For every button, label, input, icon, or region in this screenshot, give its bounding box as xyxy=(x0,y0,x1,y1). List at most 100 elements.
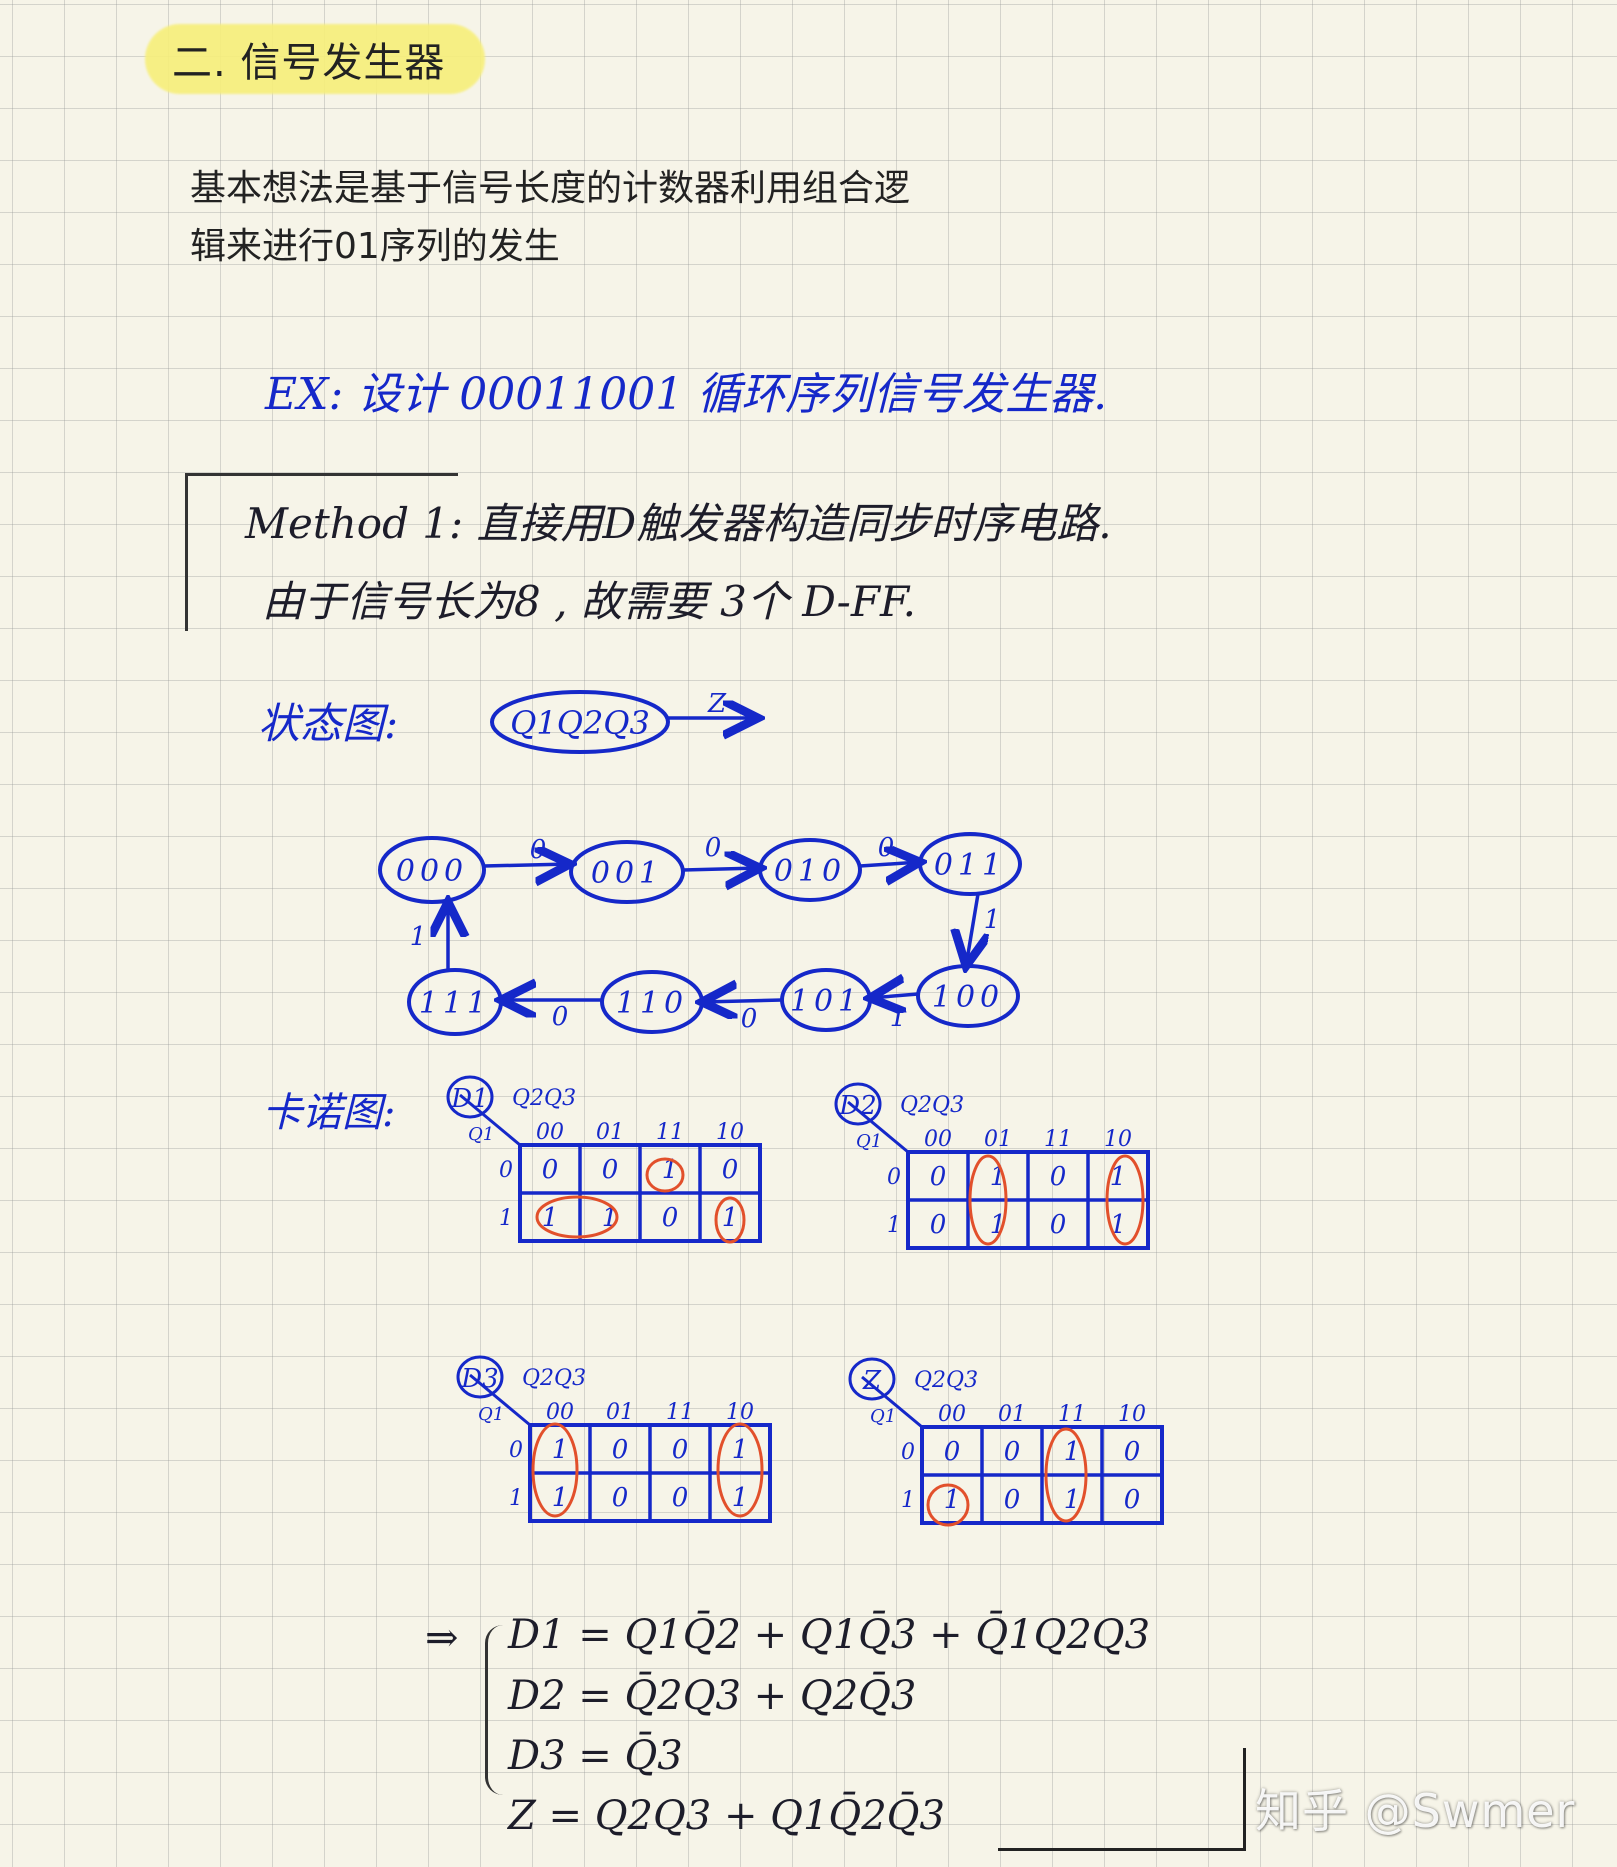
kmap-d2-group-circle xyxy=(1105,1154,1145,1246)
kmap-d2-cell: 0 xyxy=(1050,1162,1067,1192)
kmap-z-cell: 0 xyxy=(1124,1437,1141,1467)
kmap-d2-name: D2 xyxy=(838,1091,876,1121)
kmap-d1-col-header: 11 xyxy=(656,1120,684,1145)
kmap-d2-cell: 0 xyxy=(930,1210,947,1240)
section-heading: 二. 信号发生器 xyxy=(172,40,446,86)
kmap-label: 卡诺图: xyxy=(262,1090,396,1136)
page-corner-mark xyxy=(998,1748,1246,1851)
kmap-d3-group-circle xyxy=(531,1422,579,1518)
kmap-d3-cell: 0 xyxy=(672,1483,689,1513)
state-label-110: 110 xyxy=(616,986,688,1021)
kmap-d1-cell: 1 xyxy=(542,1203,559,1233)
kmap-d2-cell: 1 xyxy=(1110,1210,1127,1240)
transition-arrow-000-001 xyxy=(483,864,570,866)
heading-highlight xyxy=(145,24,485,94)
kmap-d2-col-header: 00 xyxy=(924,1127,952,1152)
kmap-z-col-header: 01 xyxy=(998,1402,1026,1427)
kmap-d1-cell: 0 xyxy=(662,1203,679,1233)
watermark: 知乎 @Swmer xyxy=(1255,1784,1576,1838)
kmap-d3-cell: 1 xyxy=(552,1483,569,1513)
method-bracket xyxy=(185,473,458,631)
equation-d3: D3 = Q̄3 xyxy=(508,1733,683,1779)
state-diagram-label: 状态图: xyxy=(258,699,399,748)
kmap-z-group-circle xyxy=(1044,1427,1088,1523)
kmap-d1-group-circle xyxy=(714,1196,746,1244)
kmap-d2-row-var: Q1 xyxy=(856,1131,882,1152)
transition-label-000-001: 0 xyxy=(530,835,547,865)
kmap-d1-row-header: 1 xyxy=(499,1206,513,1231)
kmap-z-group-circle xyxy=(926,1483,970,1527)
kmap-d3-row-header: 0 xyxy=(509,1438,523,1463)
intro-line-1: 基本想法是基于信号长度的计数器利用组合逻 xyxy=(190,168,911,209)
kmap-z-cell: 1 xyxy=(944,1485,961,1515)
kmap-d2-row-header: 0 xyxy=(887,1165,901,1190)
kmap-d2-col-header: 01 xyxy=(984,1127,1012,1152)
kmap-d3-cell: 1 xyxy=(732,1483,749,1513)
equation-z: Z = Q2Q3 + Q1Q̄2Q̄3 xyxy=(508,1793,945,1839)
transition-label-111-000: 1 xyxy=(410,922,427,952)
kmap-d3-col-var: Q2Q3 xyxy=(522,1366,586,1391)
kmap-z-cell: 0 xyxy=(1004,1485,1021,1515)
transition-arrow-001-010 xyxy=(682,868,760,870)
state-label-100: 100 xyxy=(932,980,1004,1015)
kmap-z-row-header: 0 xyxy=(901,1440,915,1465)
transition-arrow-101-110 xyxy=(702,1000,783,1002)
kmap-z-row-header: 1 xyxy=(901,1488,915,1513)
kmap-d2-corner-line xyxy=(847,1100,909,1154)
kmap-z-col-header: 10 xyxy=(1118,1402,1146,1427)
kmap-d1-cell: 0 xyxy=(602,1155,619,1185)
kmap-d3-col-header: 11 xyxy=(666,1400,694,1425)
kmap-z-col-var: Q2Q3 xyxy=(914,1368,978,1393)
kmap-z-col-header: 11 xyxy=(1058,1402,1086,1427)
kmap-d2-col-header: 11 xyxy=(1044,1127,1072,1152)
kmap-d3-row-var: Q1 xyxy=(478,1404,504,1425)
kmap-d3-col-header: 01 xyxy=(606,1400,634,1425)
state-label-001: 001 xyxy=(591,856,663,891)
equation-arrow: ⇒ xyxy=(425,1615,459,1661)
equation-brace xyxy=(485,1625,508,1795)
kmap-d1-name: D1 xyxy=(450,1084,488,1114)
method-line-1: Method 1: 直接用D触发器构造同步时序电路. xyxy=(245,499,1112,548)
kmap-d3-cell: 0 xyxy=(672,1435,689,1465)
state-label-000: 000 xyxy=(396,854,468,889)
kmap-d3-cell: 0 xyxy=(612,1483,629,1513)
transition-label-110-111: 0 xyxy=(552,1002,569,1032)
transition-label-011-100: 1 xyxy=(984,905,1001,935)
kmap-d1-cell: 0 xyxy=(542,1155,559,1185)
kmap-d1-row-var: Q1 xyxy=(468,1124,494,1145)
kmap-d1-corner-line xyxy=(459,1093,521,1147)
kmap-z-cell: 1 xyxy=(1064,1437,1081,1467)
kmap-d2-col-var: Q2Q3 xyxy=(900,1093,964,1118)
kmap-d3-col-header: 00 xyxy=(546,1400,574,1425)
legend-state-node xyxy=(490,690,670,754)
kmap-d1-col-header: 01 xyxy=(596,1120,624,1145)
equation-d2: D2 = Q̄2Q3 + Q2Q̄3 xyxy=(508,1673,917,1719)
kmap-z-cell: 1 xyxy=(1064,1485,1081,1515)
kmap-z-col-header: 00 xyxy=(938,1402,966,1427)
kmap-z-corner-line xyxy=(861,1375,923,1429)
kmap-d3-cell: 0 xyxy=(612,1435,629,1465)
kmap-d1-col-header: 10 xyxy=(716,1120,744,1145)
kmap-z-row-var: Q1 xyxy=(870,1406,896,1427)
kmap-z-cell: 0 xyxy=(944,1437,961,1467)
legend-state-text: Q1Q2Q3 xyxy=(510,704,650,742)
kmap-d1-name-circle xyxy=(446,1075,494,1119)
kmap-d2-group-circle xyxy=(968,1154,1008,1246)
kmap-z-cell: 0 xyxy=(1004,1437,1021,1467)
kmap-d1-group-circle xyxy=(645,1157,685,1193)
state-label-010: 010 xyxy=(774,854,846,889)
state-label-111: 111 xyxy=(419,986,491,1021)
kmap-d1-col-var: Q2Q3 xyxy=(512,1086,576,1111)
intro-paragraph: 基本想法是基于信号长度的计数器利用组合逻 辑来进行01序列的发生 xyxy=(190,160,990,276)
transition-label-101-110: 0 xyxy=(741,1004,758,1034)
transition-label-001-010: 0 xyxy=(705,833,722,863)
intro-line-2: 辑来进行01序列的发生 xyxy=(190,226,560,267)
kmap-d3-name: D3 xyxy=(460,1364,498,1394)
transition-arrow-011-100 xyxy=(966,893,978,966)
kmap-d2-row-header: 1 xyxy=(887,1213,901,1238)
transition-arrow-010-011 xyxy=(859,862,920,866)
kmap-d3-col-header: 10 xyxy=(726,1400,754,1425)
kmap-d3-corner-line xyxy=(469,1373,531,1427)
kmap-d3-name-circle xyxy=(456,1355,504,1399)
